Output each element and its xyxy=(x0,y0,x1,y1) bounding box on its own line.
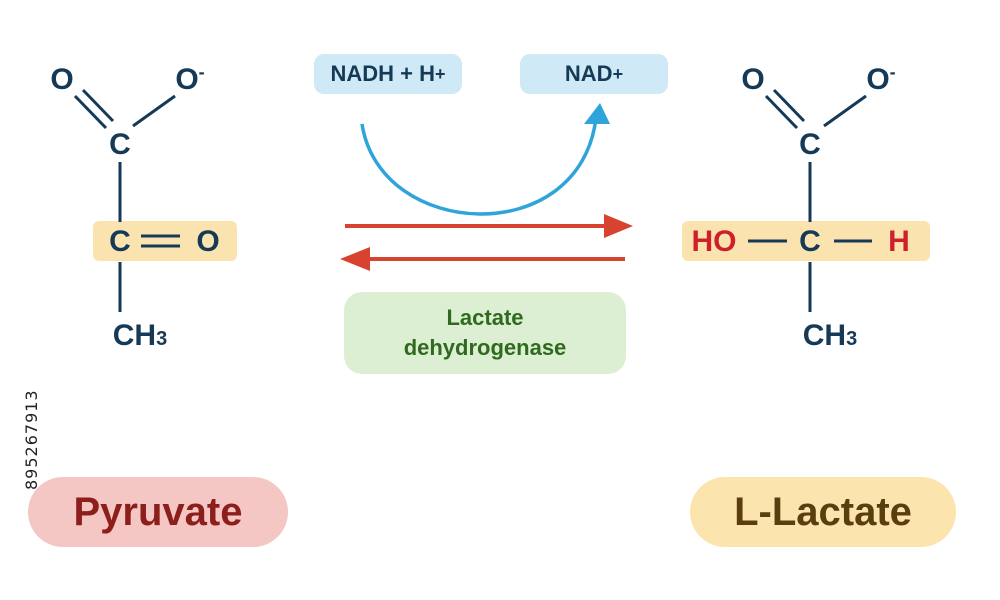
pyruvate-bonds xyxy=(73,88,180,312)
enzyme-name-line1: Lactate xyxy=(446,305,524,331)
nadh-cofactor-box: NADH + H+ xyxy=(314,54,462,94)
cofactor-arrowhead xyxy=(584,103,610,124)
stock-image-id: 895267913 xyxy=(22,389,41,490)
pyruvate-keto-oxygen: O xyxy=(196,225,220,258)
pyruvate-carboxylate-oxygen: O- xyxy=(175,62,205,96)
pyruvate-keto-carbon: C xyxy=(109,225,131,258)
lactate-hydrogen: H xyxy=(888,225,910,258)
enzyme-box: Lactate dehydrogenase xyxy=(344,292,626,374)
lactate-methyl-group: CH3 xyxy=(802,319,858,352)
nad-label: NAD xyxy=(564,61,613,86)
lactate-label: L-Lactate xyxy=(690,477,956,547)
pyruvate-keto-highlight xyxy=(93,221,237,261)
pyruvate-label: Pyruvate xyxy=(28,477,288,547)
lactate-double-bond-oxygen: O xyxy=(741,63,765,96)
lactate-carboxylate-oxygen: O- xyxy=(866,62,896,96)
nadh-label: NADH + H xyxy=(330,61,435,86)
forward-arrowhead xyxy=(604,214,633,238)
lactate-hydroxyl-highlight xyxy=(682,221,930,261)
reverse-arrowhead xyxy=(340,247,370,271)
cofactor-curved-arrow xyxy=(360,117,598,216)
lactate-negative-charge: - xyxy=(889,62,896,82)
pyruvate-methyl-group: CH3 xyxy=(112,319,168,352)
pyruvate-name: Pyruvate xyxy=(73,489,243,534)
lactate-hydroxyl-group: HO xyxy=(691,225,737,258)
enzyme-name-line2: dehydrogenase xyxy=(403,335,567,360)
pyruvate-negative-charge: - xyxy=(198,62,205,82)
lactate-bonds xyxy=(748,88,872,312)
lactate-name: L-Lactate xyxy=(734,489,912,534)
lactate-alpha-carbon: C xyxy=(799,225,821,258)
pyruvate-carboxyl-carbon: C xyxy=(109,128,131,161)
pyruvate-double-bond-oxygen: O xyxy=(50,63,74,96)
nad-cofactor-box: NAD+ xyxy=(520,54,668,94)
lactate-carboxyl-carbon: C xyxy=(799,128,821,161)
